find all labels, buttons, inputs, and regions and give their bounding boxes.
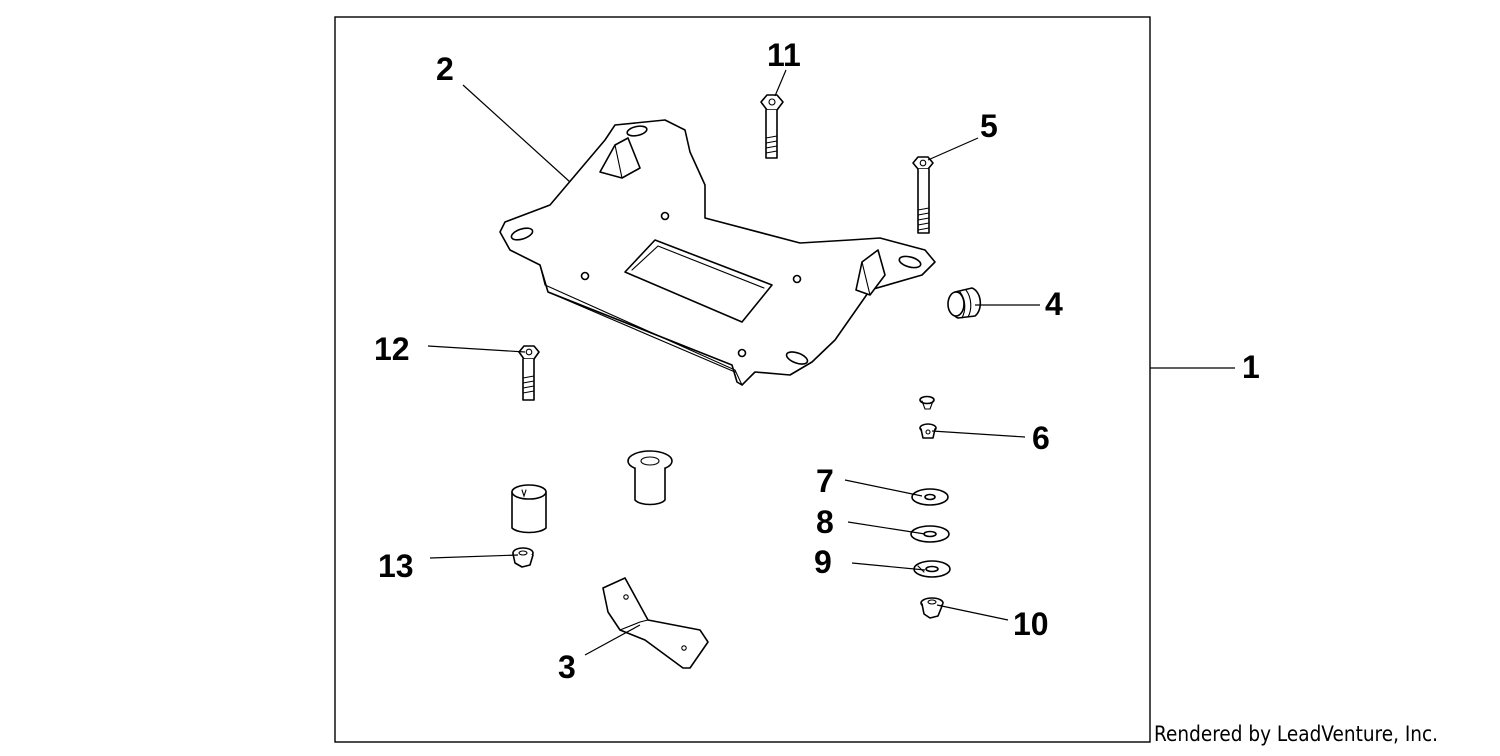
leader-13 xyxy=(429,554,519,559)
callout-3[interactable]: 3 xyxy=(558,649,576,685)
leader-12 xyxy=(427,345,526,353)
part-washer-7[interactable] xyxy=(911,488,949,506)
callout-5[interactable]: 5 xyxy=(980,108,998,144)
part-bolt-11[interactable] xyxy=(760,94,784,159)
leader-9 xyxy=(851,562,926,571)
part-lock-washer-9[interactable] xyxy=(913,560,951,578)
callout-12[interactable]: 12 xyxy=(374,331,410,367)
part-bracket-3[interactable] xyxy=(602,577,709,669)
callout-8[interactable]: 8 xyxy=(816,504,834,540)
callout-6[interactable]: 6 xyxy=(1032,420,1050,456)
part-bolt-5[interactable] xyxy=(912,156,934,234)
callout-2[interactable]: 2 xyxy=(436,51,454,87)
render-credit: Rendered by LeadVenture, Inc. xyxy=(1154,722,1439,746)
callout-1[interactable]: 1 xyxy=(1242,349,1260,385)
leader-2 xyxy=(462,84,571,183)
part-spacer[interactable] xyxy=(511,484,547,534)
part-washer-8[interactable] xyxy=(910,525,950,543)
leader-8 xyxy=(847,521,926,535)
part-nut-6[interactable] xyxy=(919,395,937,439)
callout-7[interactable]: 7 xyxy=(816,463,834,499)
leader-7 xyxy=(844,479,923,497)
leader-5 xyxy=(927,137,979,161)
part-mounting-plate[interactable] xyxy=(499,119,936,386)
part-nut-13[interactable] xyxy=(512,547,534,568)
part-bolt-12[interactable] xyxy=(518,345,540,401)
part-grommet-4[interactable] xyxy=(947,287,982,319)
callout-13[interactable]: 13 xyxy=(378,548,414,584)
callout-10[interactable]: 10 xyxy=(1013,606,1049,642)
leader-11 xyxy=(774,69,787,97)
callout-4[interactable]: 4 xyxy=(1045,286,1063,322)
part-nut-10[interactable] xyxy=(920,597,944,619)
leader-10 xyxy=(936,604,1009,621)
callout-11[interactable]: 11 xyxy=(767,37,801,73)
part-flanged-collar[interactable] xyxy=(627,450,673,506)
callout-9[interactable]: 9 xyxy=(814,544,832,580)
kit-frame xyxy=(334,16,1151,743)
leader-6 xyxy=(931,430,1026,438)
leader-3 xyxy=(584,624,641,656)
